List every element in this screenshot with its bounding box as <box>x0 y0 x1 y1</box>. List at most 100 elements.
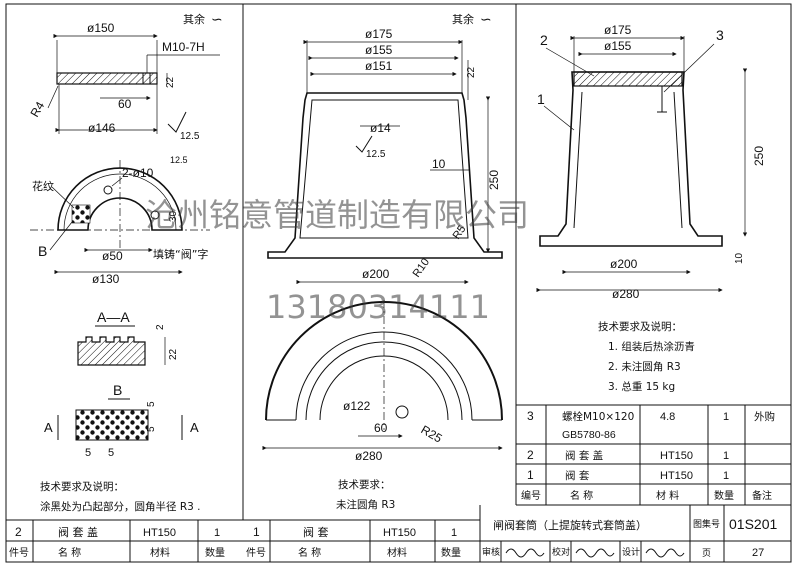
b-d5-c: 5 <box>85 447 91 459</box>
dim-dia-130: ø130 <box>92 272 120 286</box>
holes-label: 2-ø10 <box>122 166 154 180</box>
r-h-250: 250 <box>752 146 766 166</box>
mt-h-name: 名 称 <box>298 546 321 559</box>
lt-row-name: 阀 套 盖 <box>58 525 98 539</box>
plan-dia-280: ø280 <box>355 449 383 463</box>
r-dia-200: ø200 <box>610 257 638 271</box>
title-block: 闸阀套筒（上提旋转式套筒盖） 图集号 01S201 审核 校对 设计 页 27 <box>480 505 791 562</box>
aa-d2: 2 <box>155 324 166 330</box>
right-notes-title: 技术要求及说明： <box>598 320 682 333</box>
mid-dia-155: ø155 <box>365 43 393 57</box>
plan-rough: 12.5 <box>170 155 188 165</box>
b-d5-b: 5 <box>146 426 157 432</box>
sheet-border <box>5 3 792 563</box>
assembly-cover <box>573 71 683 87</box>
bom-h-no: 编号 <box>521 489 541 502</box>
lt-row-qty: 1 <box>214 527 220 539</box>
drawing-title: 闸阀套筒（上提旋转式套筒盖） <box>493 518 647 532</box>
callout-1: 1 <box>537 91 545 107</box>
mid-rough: 12.5 <box>366 149 386 160</box>
tilde-symbol: ∽ <box>211 12 223 28</box>
r-dia-155: ø155 <box>604 39 632 53</box>
left-parts-table: 2 阀 套 盖 HT150 1 件号 名 称 材料 数量 <box>6 519 243 562</box>
detail-b-title: B <box>113 382 122 398</box>
right-note-3: 3. 总重 15 kg <box>608 380 675 393</box>
dim-dia-50: ø50 <box>102 249 123 263</box>
lt-h-mat: 材料 <box>150 546 170 559</box>
bom-row-1-qty: 1 <box>723 470 729 482</box>
dim-radius-r4: R4 <box>27 99 47 120</box>
plan-bolt-hole <box>395 405 409 419</box>
b-d5-d: 5 <box>108 447 114 459</box>
section-aa-title: A—A <box>97 309 130 325</box>
mid-notes-title: 技术要求： <box>338 478 391 491</box>
knurl-pattern <box>71 204 91 224</box>
bom-h-qty: 数量 <box>714 489 734 502</box>
bom-row-3-no: 3 <box>527 409 534 423</box>
mt-row-mat: HT150 <box>383 527 416 539</box>
bom-row-2-mat: HT150 <box>660 450 693 462</box>
bom-row-1-mat: HT150 <box>660 470 693 482</box>
middle-parts-table: 1 阀 套 HT150 1 件号 名 称 材料 数量 <box>243 505 481 562</box>
mid-t-10: 10 <box>432 157 446 171</box>
hole-1 <box>103 185 113 195</box>
sleeve-inner-outline <box>299 99 469 239</box>
design-signature <box>645 548 685 558</box>
cast-text: 填铸“阀”字 <box>153 247 208 261</box>
check-signature <box>575 548 615 558</box>
dim-thread: M10-7H <box>162 40 205 54</box>
assembly-outline <box>539 71 723 247</box>
watermark-company: 沧州铭意管道制造有限公司 <box>145 196 529 234</box>
bom-row-1-name: 阀 套 <box>565 469 590 482</box>
mid-other-finish: 其余 <box>452 12 474 26</box>
r-dia-175: ø175 <box>604 23 632 37</box>
mid-dia-200: ø200 <box>362 267 390 281</box>
mt-h-qty: 数量 <box>441 546 461 559</box>
r-dia-280: ø280 <box>612 287 640 301</box>
hole-2 <box>150 210 160 220</box>
bom-table: 3 螺栓M10×120 GB5780-86 4.8 1 外购 2 阀 套 盖 H… <box>516 404 791 506</box>
middle-panel: 其余 ∽ ø175 ø155 ø151 22 ø14 12.5 10 250 R… <box>262 12 503 511</box>
lt-h-name: 名 称 <box>58 546 81 559</box>
lt-h-no: 件号 <box>9 547 29 559</box>
mid-h-250: 250 <box>487 170 501 190</box>
mid-h-22: 22 <box>466 66 477 78</box>
bom-h-remark: 备注 <box>752 489 772 502</box>
dim-dia-150: ø150 <box>87 21 115 35</box>
bom-row-2-no: 2 <box>527 448 534 462</box>
atlas-number: 01S201 <box>729 516 777 532</box>
dim-dia-146: ø146 <box>88 121 116 135</box>
right-note-1: 1. 组装后热涂沥青 <box>608 340 695 353</box>
bom-row-3-std: GB5780-86 <box>562 429 616 441</box>
right-panel: ø175 ø155 2 3 1 250 10 ø200 ø280 技术要求及说明… <box>536 23 766 393</box>
cover-plan-ring <box>57 167 183 231</box>
right-note-2: 2. 未注圆角 R3 <box>608 360 681 373</box>
design-label: 设计 <box>622 546 640 558</box>
rough-12-5: 12.5 <box>180 131 200 142</box>
atlas-label: 图集号 <box>693 518 720 530</box>
plan-60: 60 <box>374 421 388 435</box>
mt-h-mat: 材料 <box>387 546 407 559</box>
roughness-mark <box>167 111 187 133</box>
mid-dia-151: ø151 <box>365 59 393 73</box>
mid-dia-175: ø175 <box>365 27 393 41</box>
detail-b-ref: B <box>38 243 47 259</box>
left-notes-line: 涂黑处为凸起部分，圆角半径 R3 . <box>40 500 201 513</box>
bom-h-mat: 材 料 <box>656 489 679 502</box>
bom-row-3-mat: 4.8 <box>660 411 675 423</box>
watermark-phone: 13180314111 <box>266 288 490 326</box>
bom-row-3-name: 螺栓M10×120 <box>562 410 634 423</box>
detail-b-pattern <box>75 409 149 441</box>
mt-row-name: 阀 套 <box>303 525 329 539</box>
mt-row-qty: 1 <box>451 527 457 539</box>
left-notes-title: 技术要求及说明： <box>40 480 124 493</box>
review-signature <box>505 548 545 558</box>
page-number: 27 <box>752 547 764 559</box>
callout-2: 2 <box>540 32 548 48</box>
mid-r10: R10 <box>411 256 432 279</box>
dim-30: 30 <box>168 210 179 222</box>
svg-text:∽: ∽ <box>480 12 492 28</box>
check-label: 校对 <box>552 546 570 558</box>
